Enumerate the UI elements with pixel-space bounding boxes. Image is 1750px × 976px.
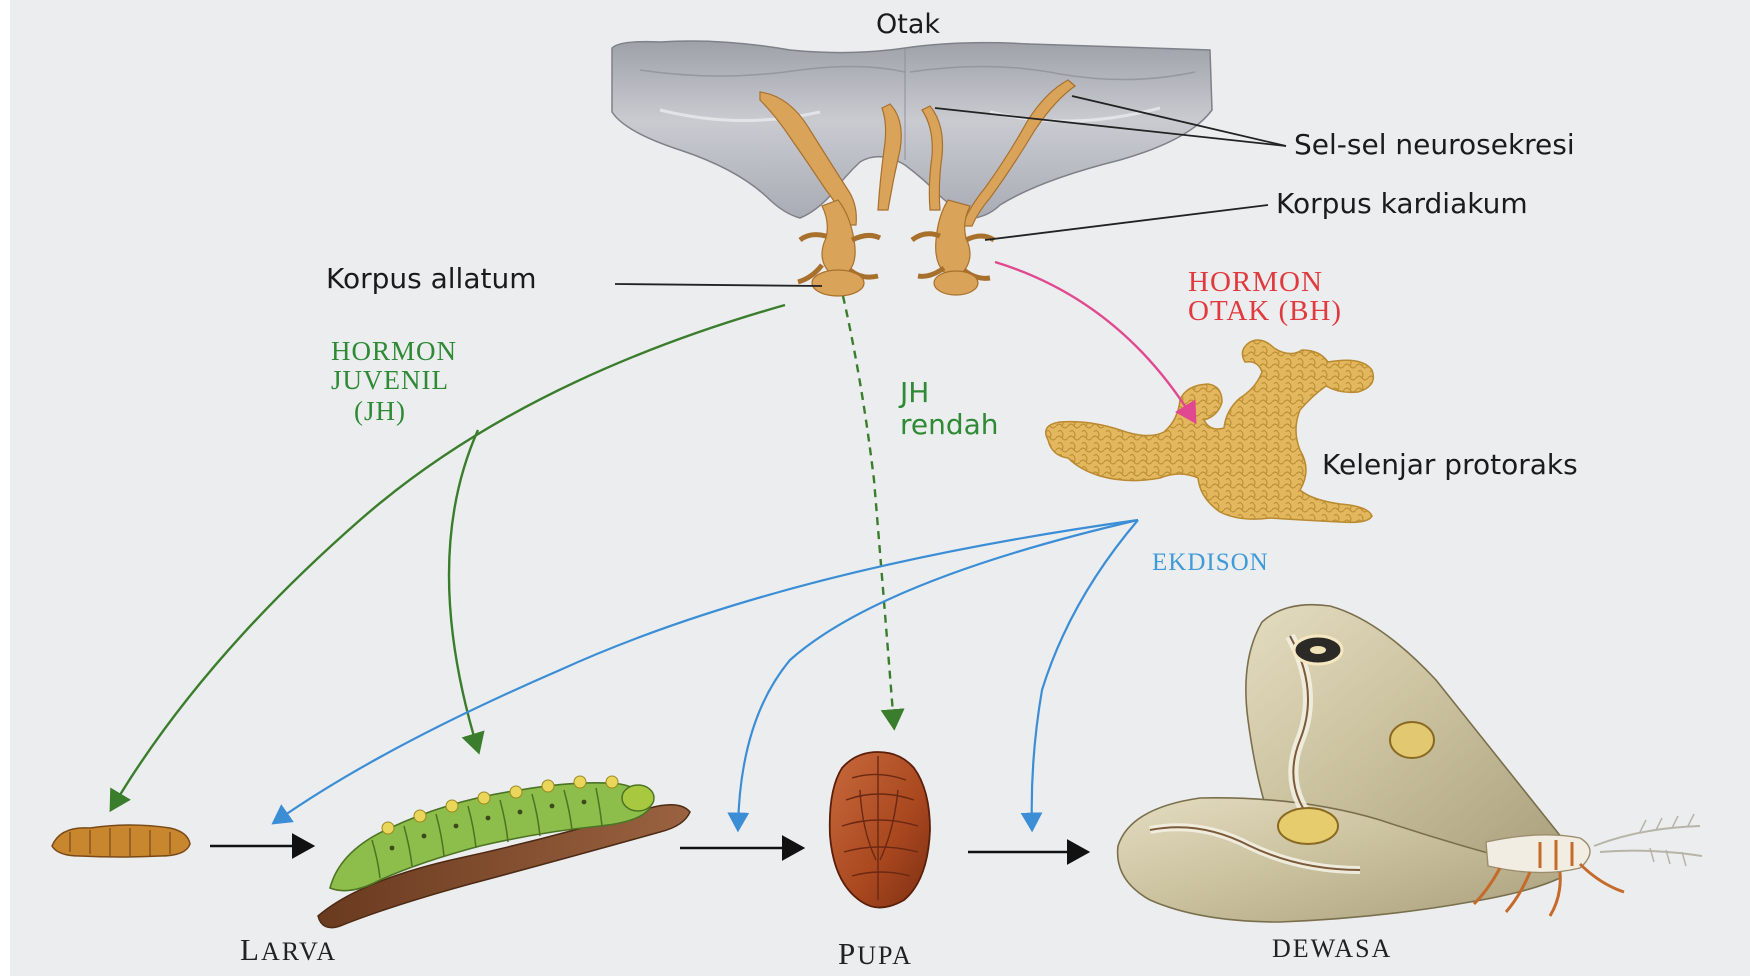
ecdysone-arrow-to-adult (1032, 520, 1138, 828)
label-larva: LARVA (240, 934, 337, 965)
brain-hormone-arrow (995, 262, 1194, 420)
label-jh-rendah: rendah (900, 411, 999, 439)
label-pupa-rest: UPA (857, 941, 913, 970)
label-larva-initial: L (240, 932, 261, 967)
leader-kardiakum (985, 205, 1268, 240)
label-otak: Otak (876, 11, 940, 38)
caterpillar-illustration (318, 776, 690, 928)
label-pupa-initial: P (838, 936, 857, 971)
label-hormon-otak-line1: HORMON (1188, 268, 1323, 297)
moth-illustration (1118, 605, 1702, 922)
label-hormon-otak-line2: OTAK (BH) (1188, 297, 1342, 326)
jh-arrow-to-larva (449, 430, 478, 750)
pupa-illustration (830, 752, 930, 908)
label-pupa: PUPA (838, 938, 913, 969)
label-larva-rest: ARVA (261, 937, 337, 966)
leader-allatum (615, 284, 822, 286)
label-hormon-juvenil-line2: JUVENIL (331, 367, 449, 394)
young-larva-illustration (52, 825, 190, 857)
label-kelenjar-protoraks: Kelenjar protoraks (1322, 451, 1578, 479)
label-dewasa: DEWASA (1272, 936, 1392, 962)
prothoracic-gland-illustration (1046, 340, 1374, 522)
label-sel-sel-neurosekresi: Sel-sel neurosekresi (1294, 131, 1575, 159)
ecdysone-arrow-to-pupa (738, 520, 1138, 828)
label-hormon-juvenil-line3: (JH) (354, 398, 406, 425)
ecdysone-arrow-to-larva (275, 520, 1138, 822)
label-korpus-allatum: Korpus allatum (326, 265, 537, 293)
label-korpus-kardiakum: Korpus kardiakum (1276, 190, 1528, 218)
low-jh-arrow-to-pupa (843, 296, 894, 726)
label-ekdison: EKDISON (1152, 550, 1269, 575)
brain-illustration (612, 41, 1212, 218)
label-jh: JH (900, 379, 929, 407)
label-hormon-juvenil-line1: HORMON (331, 338, 457, 365)
